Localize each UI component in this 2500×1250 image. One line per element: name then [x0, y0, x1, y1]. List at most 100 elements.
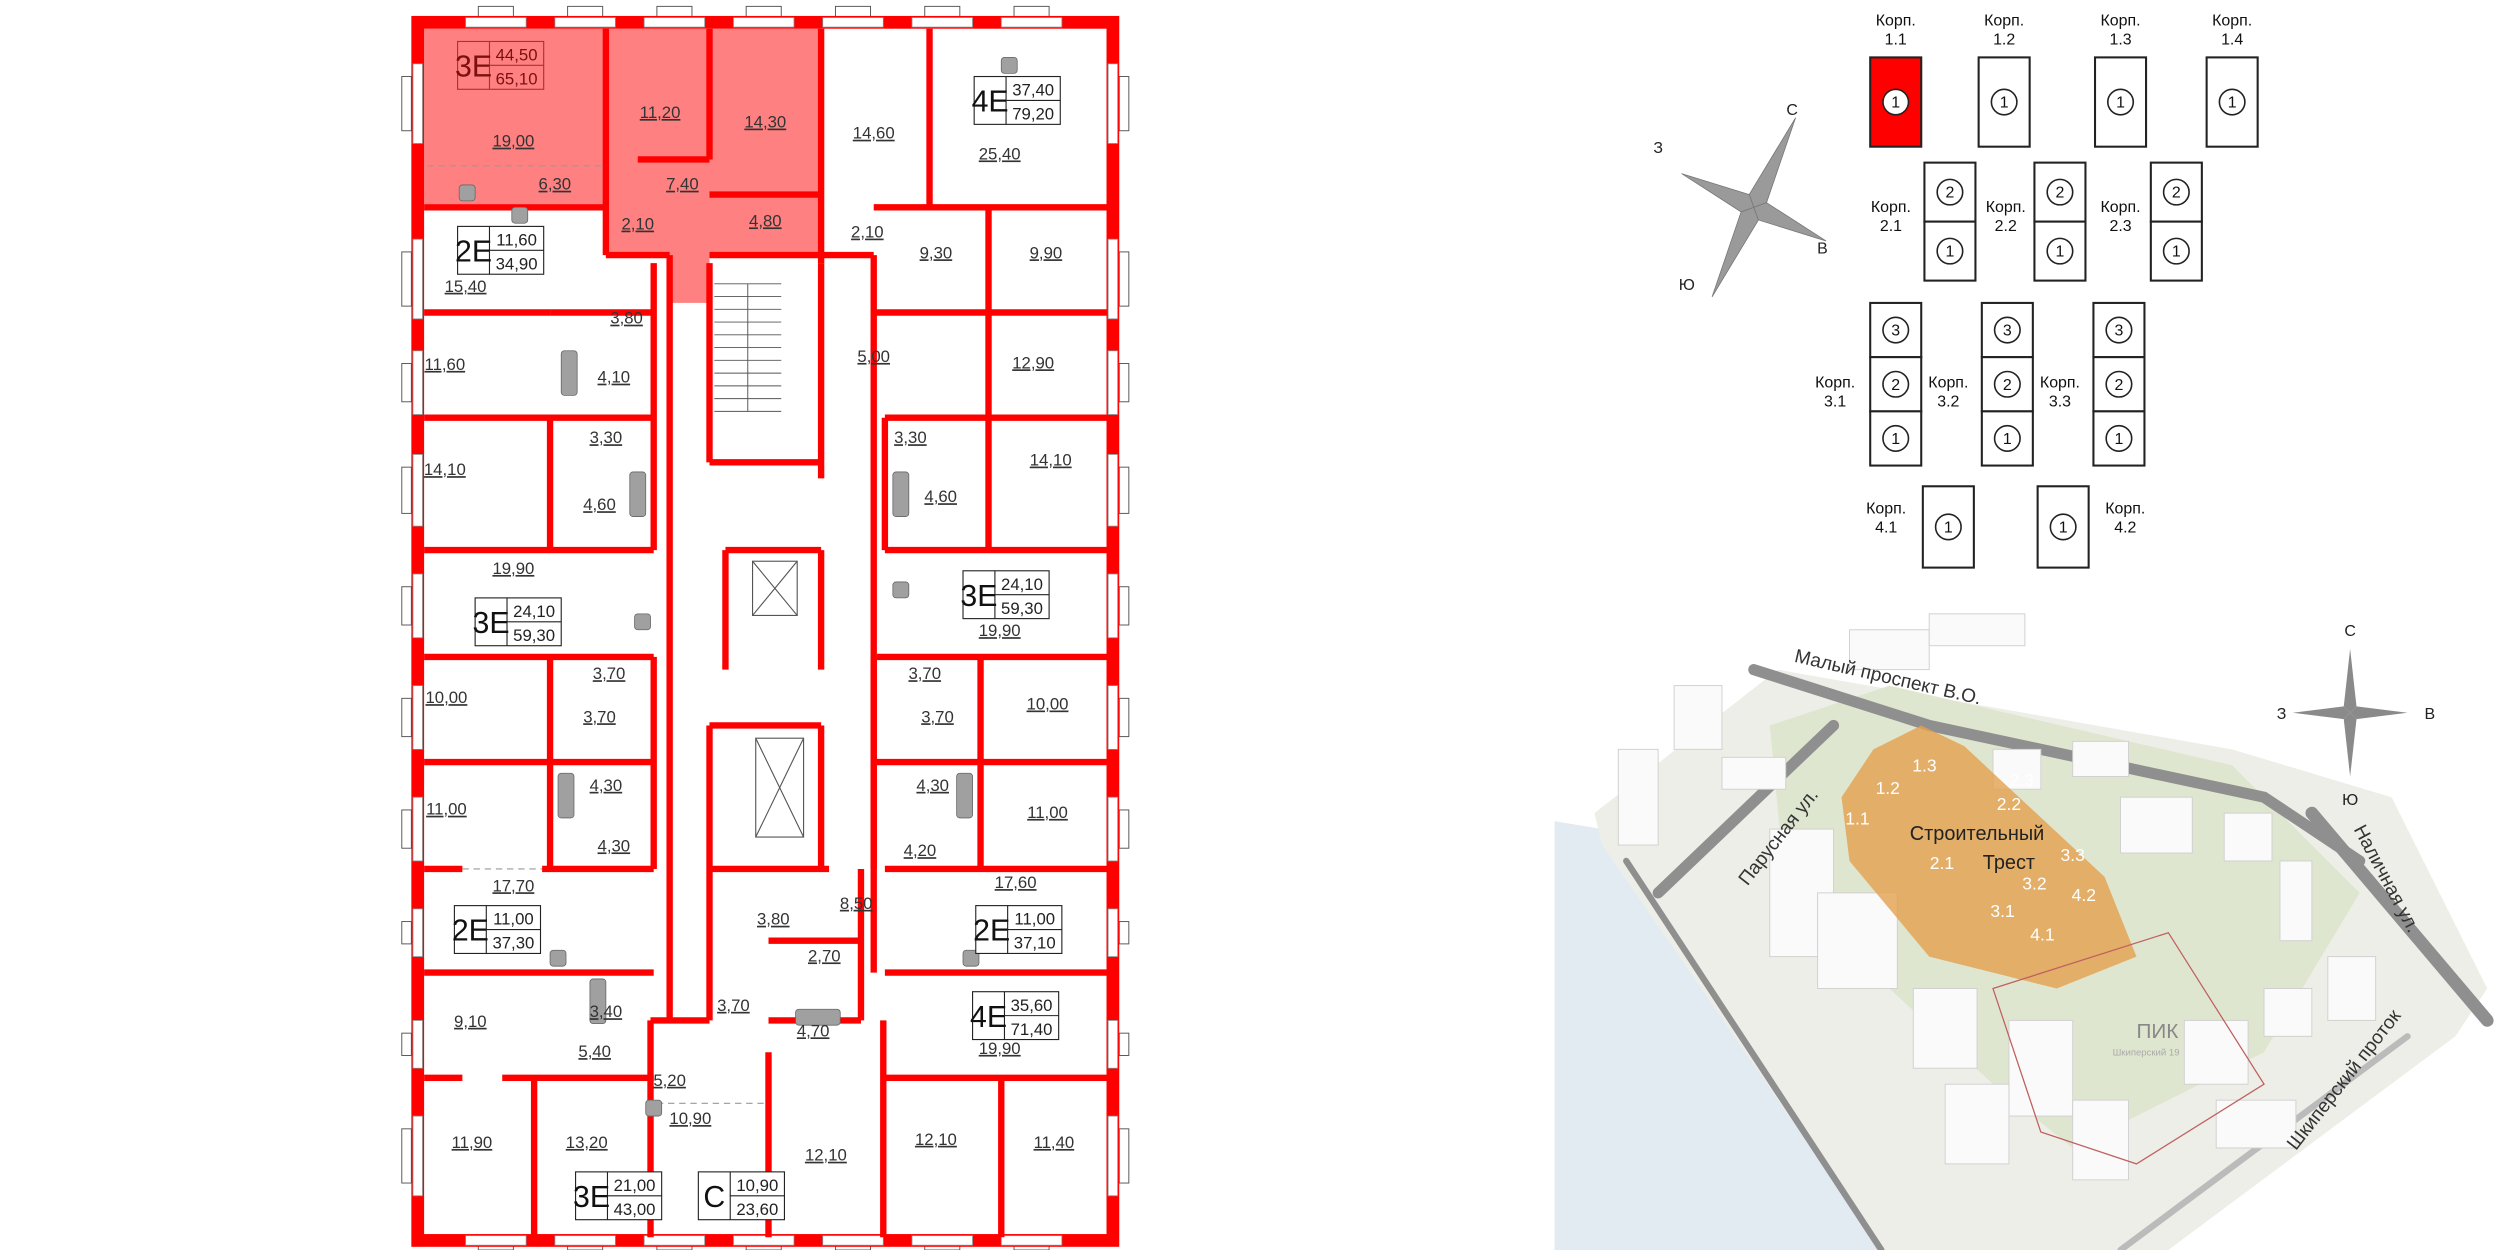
window: [1107, 573, 1119, 639]
room-area-label: 4,80: [749, 211, 782, 230]
room-area-label: 11,90: [452, 1133, 493, 1152]
room-area-label: 11,20: [640, 103, 681, 122]
section-2[interactable]: 2: [2092, 356, 2146, 413]
window: [554, 17, 616, 28]
room-area-label: 5,20: [653, 1071, 686, 1090]
section-3[interactable]: 3: [1869, 301, 1923, 359]
section-circle: [1993, 370, 2021, 398]
interior-walls: [424, 28, 1107, 1238]
window: [1107, 685, 1119, 750]
section-1[interactable]: 1: [2033, 220, 2087, 282]
map-building: [2072, 740, 2129, 777]
window: [911, 1235, 973, 1246]
apartment-type: 3E: [473, 607, 510, 640]
window: [412, 796, 423, 862]
building-4-2[interactable]: Корп.4.21: [2036, 485, 2146, 569]
window-box: [1118, 586, 1130, 626]
section-1[interactable]: 1: [2036, 485, 2090, 569]
building-1-1[interactable]: Корп.1.11: [1869, 13, 1923, 148]
building-1-2[interactable]: Корп.1.21: [1977, 13, 2031, 148]
building-name: 2.2: [1995, 218, 2017, 235]
section-3[interactable]: 3: [1980, 301, 2034, 359]
section-1[interactable]: 1: [2092, 410, 2146, 467]
building-1-4[interactable]: Корп.1.41: [2205, 13, 2259, 148]
building-2-3[interactable]: Корп.2.321: [2100, 161, 2203, 282]
building-2-2[interactable]: Корп.2.221: [1986, 161, 2087, 282]
section-2[interactable]: 2: [2033, 161, 2087, 223]
section-circle: [2046, 178, 2074, 206]
section-2[interactable]: 2: [2149, 161, 2203, 223]
room-area-label: 11,60: [425, 355, 466, 374]
window: [1107, 350, 1119, 415]
section-number: 1: [1945, 244, 1954, 261]
room-area-label: 2,10: [851, 223, 884, 242]
building-prefix: Корп.: [2212, 13, 2252, 30]
room-area-label: 3,70: [921, 707, 954, 726]
building-prefix: Корп.: [2105, 500, 2145, 517]
living-area: 24,10: [513, 602, 555, 621]
section-1[interactable]: 1: [2205, 56, 2259, 148]
section-1[interactable]: 1: [1980, 410, 2034, 467]
building-name: 2.1: [1880, 218, 1902, 235]
room-area-label: 14,10: [1030, 451, 1072, 470]
section-1[interactable]: 1: [1923, 220, 1977, 282]
map-building: [1673, 685, 1723, 750]
fixture: [458, 184, 476, 202]
section-2[interactable]: 2: [1869, 356, 1923, 413]
section-1[interactable]: 1: [1869, 410, 1923, 467]
window: [822, 17, 884, 28]
section-1[interactable]: 1: [2093, 56, 2148, 148]
window-box: [401, 76, 412, 132]
section-number: 1: [1891, 431, 1900, 448]
section-1[interactable]: 1: [1977, 56, 2031, 148]
fixture: [560, 350, 578, 396]
section-1[interactable]: 1: [1869, 56, 1923, 148]
map-building-number: 2.1: [1930, 853, 1954, 873]
building-2-1[interactable]: Корп.2.121: [1871, 161, 1977, 282]
fixture: [962, 949, 980, 967]
window: [412, 454, 423, 527]
map-building-numbers: 1.11.21.32.12.22.33.13.23.34.14.2: [1845, 756, 2096, 945]
section-3[interactable]: 3: [2092, 301, 2146, 359]
window: [733, 17, 795, 28]
section-2[interactable]: 2: [1980, 356, 2034, 413]
room-area-label: 12,10: [915, 1130, 957, 1149]
staircase: [714, 283, 782, 412]
room-area-label: 19,90: [492, 559, 534, 578]
elevator-2: [755, 737, 805, 838]
building-name: 1.2: [1993, 32, 2015, 49]
section-2[interactable]: 2: [1923, 161, 1977, 223]
room-area-label: 3,40: [590, 1002, 623, 1021]
building-1-3[interactable]: Корп.1.31: [2093, 13, 2148, 148]
complex-highlight[interactable]: [1841, 725, 2137, 989]
living-area: 10,90: [736, 1176, 778, 1195]
window-box: [401, 809, 412, 849]
living-area: 35,60: [1011, 996, 1053, 1015]
map-building-number: 2.3: [2010, 770, 2034, 790]
section-1[interactable]: 1: [1921, 485, 1975, 569]
building-prefix: Корп.: [1928, 374, 1968, 391]
map-buildings: [1617, 613, 2377, 1181]
selected-apartment-area[interactable]: [424, 28, 822, 303]
window-box: [401, 251, 412, 307]
compass-rose-tilted: [1681, 117, 1827, 298]
room-area-label: 17,60: [995, 873, 1037, 892]
fixture: [1000, 56, 1018, 74]
room-area-label: 10,00: [1027, 695, 1069, 714]
section-1[interactable]: 1: [2149, 220, 2203, 282]
